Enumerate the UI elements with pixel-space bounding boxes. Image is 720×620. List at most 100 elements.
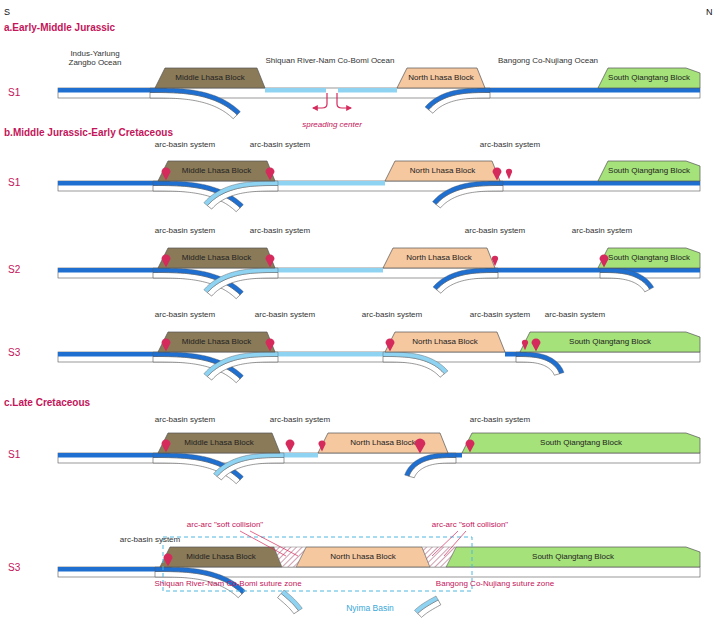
- block-name: South Qiangtang Block: [569, 338, 651, 346]
- scenario-label: S1: [8, 449, 20, 460]
- block-name: Middle Lhasa Block: [186, 553, 255, 561]
- crustal-block: North Lhasa Block: [397, 68, 485, 88]
- subducting-slab: [600, 268, 654, 292]
- arc-label: arc-basin system: [255, 311, 315, 320]
- magma-blob: [266, 339, 275, 352]
- block-shape: [385, 161, 500, 181]
- leader-line: [444, 531, 466, 556]
- arc-label: arc-basin system: [155, 416, 215, 425]
- oceanic-crust: [338, 88, 397, 93]
- slab-lithosphere: [436, 186, 503, 208]
- magma-blob: [492, 256, 498, 266]
- slab-crust: [150, 88, 240, 115]
- block-shape: [155, 68, 265, 88]
- magma-blob: [266, 255, 275, 268]
- subducting-slab: [214, 453, 284, 480]
- oceanic-crust: [485, 88, 700, 93]
- oceanic-crust: [495, 268, 700, 273]
- spreading-arrow: [313, 93, 327, 108]
- cross-section-row: [58, 453, 700, 484]
- cross-section-row: [58, 268, 700, 299]
- crustal-block: Middle Lhasa Block: [158, 161, 275, 181]
- block-name: South Qiangtang Block: [608, 254, 690, 262]
- block-shape: [158, 161, 275, 181]
- magma-blob: [493, 168, 502, 181]
- subducting-slab: [433, 268, 498, 293]
- crustal-block: Middle Lhasa Block: [160, 547, 282, 567]
- ocean-label: Shiquan River-Nam Co-Bomi Ocean: [266, 57, 395, 66]
- subducting-slab: [278, 590, 303, 614]
- crustal-block: Middle Lhasa Block: [158, 332, 275, 352]
- block-name: North Lhasa Block: [406, 254, 471, 262]
- oceanic-crust: [275, 268, 383, 273]
- crustal-block: Middle Lhasa Block: [158, 433, 280, 453]
- magma-blob: [164, 554, 173, 567]
- arc-label: arc-basin system: [155, 311, 215, 320]
- magma-blob: [162, 255, 171, 268]
- block-shape: [158, 332, 275, 352]
- magma-blob: [162, 168, 171, 181]
- subducting-slab: [204, 268, 278, 296]
- magma-blob: [266, 168, 275, 181]
- block-name: South Qiangtang Block: [608, 167, 690, 175]
- block-shape: [383, 248, 495, 268]
- magma-blob: [415, 439, 426, 454]
- slab-crust: [204, 352, 278, 377]
- oceanic-crust: [58, 567, 160, 572]
- subducting-slab: [150, 88, 240, 119]
- arc-label: arc-basin system: [362, 311, 422, 320]
- ocean-label: Indus-Yarlung Zangbo Ocean: [63, 50, 127, 68]
- crustal-block: South Qiangtang Block: [520, 332, 700, 352]
- block-name: North Lhasa Block: [350, 439, 415, 447]
- suture-label: Bangong Co-Nujiang suture zone: [436, 580, 554, 589]
- magma-blob: [522, 340, 528, 350]
- block-shape: [296, 547, 430, 567]
- magma-blob: [600, 255, 609, 268]
- slab-lithosphere: [150, 93, 237, 119]
- block-name: North Lhasa Block: [330, 553, 395, 561]
- block-name: South Qiangtang Block: [540, 439, 622, 447]
- block-shape: [520, 332, 700, 352]
- oceanic-crust: [275, 181, 385, 186]
- arc-label: arc-basin system: [470, 311, 530, 320]
- subducting-slab: [405, 453, 456, 478]
- cross-section-row: [58, 352, 700, 383]
- oceanic-crust: [58, 88, 155, 93]
- block-name: North Lhasa Block: [410, 167, 475, 175]
- scenario-label: S2: [8, 264, 20, 275]
- magma-blob: [532, 339, 541, 352]
- suture-hatch: [422, 547, 456, 567]
- scenario-label: S1: [8, 87, 20, 98]
- crustal-block: South Qiangtang Block: [598, 68, 700, 88]
- block-shape: [158, 433, 280, 453]
- crustal-block: North Lhasa Block: [296, 547, 430, 567]
- slab-crust: [516, 352, 564, 374]
- block-name: South Qiangtang Block: [608, 74, 690, 82]
- oceanic-crust: [275, 352, 385, 357]
- collision-label: arc-arc "soft collision": [432, 521, 508, 530]
- block-shape: [385, 332, 505, 352]
- oceanic-crust: [500, 181, 700, 186]
- arc-label: arc-basin system: [250, 141, 310, 150]
- slab-crust: [204, 268, 278, 293]
- slab-crust: [214, 453, 284, 477]
- leader-line: [432, 531, 458, 556]
- crustal-block: South Qiangtang Block: [598, 248, 700, 268]
- block-name: South Qiangtang Block: [532, 553, 614, 561]
- subducting-slab: [433, 181, 503, 208]
- subducting-slab: [425, 88, 490, 113]
- cross-section-row: [58, 181, 700, 212]
- block-name: North Lhasa Block: [412, 338, 477, 346]
- oceanic-crust: [58, 352, 158, 357]
- arc-label: arc-basin system: [545, 311, 605, 320]
- crustal-block: North Lhasa Block: [385, 161, 500, 181]
- stage-title: a.Early-Middle Jurassic: [4, 22, 115, 33]
- block-name: Middle Lhasa Block: [182, 338, 251, 346]
- ocean-label: Bangong Co-Nujiang Ocean: [498, 57, 598, 66]
- subducting-slab: [414, 596, 440, 617]
- slab-lithosphere: [207, 357, 278, 381]
- magma-blob: [386, 339, 395, 352]
